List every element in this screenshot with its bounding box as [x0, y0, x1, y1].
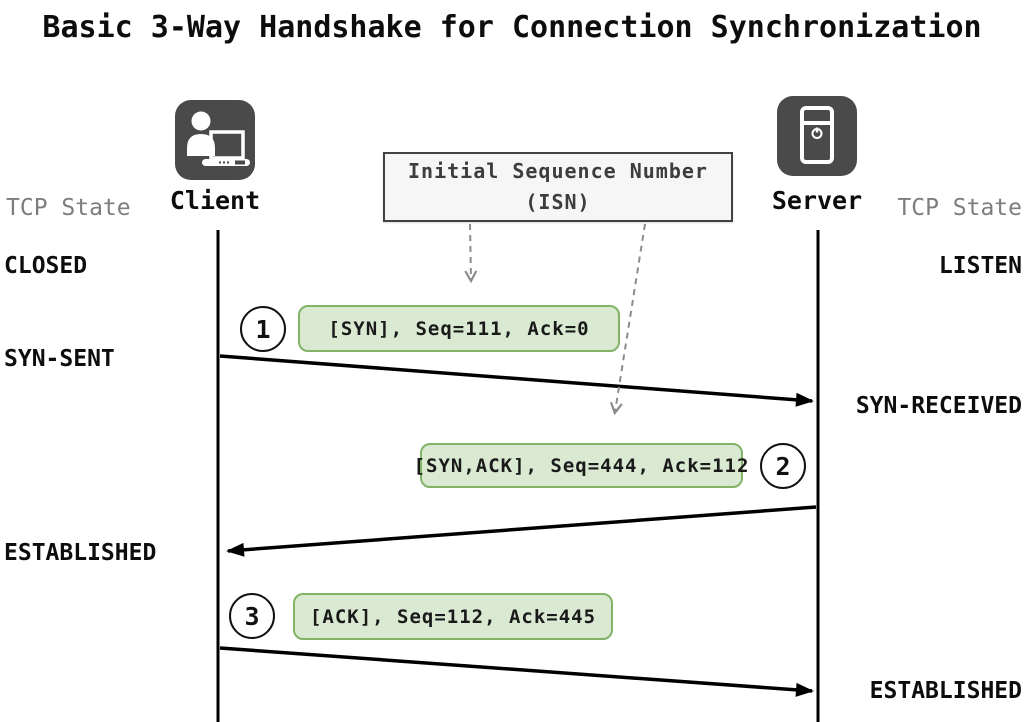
client-state-closed: CLOSED	[4, 253, 88, 279]
server-state-established: ESTABLISHED	[869, 678, 1022, 704]
isn-annotation-line2: (ISN)	[525, 190, 591, 214]
diagram-title: Basic 3-Way Handshake for Connection Syn…	[42, 10, 982, 45]
message-2-syn-ack: [SYN,ACK], Seq=444, Ack=112	[414, 443, 748, 488]
client-state-syn-sent: SYN-SENT	[4, 346, 115, 372]
server-state-listen: LISTEN	[938, 253, 1022, 279]
client-label: Client	[169, 186, 261, 215]
tcp-state-header-left: TCP State	[6, 195, 131, 221]
server-state-syn-received: SYN-RECEIVED	[855, 393, 1022, 419]
step-3-badge: 3	[229, 593, 275, 639]
message-1-syn: [SYN], Seq=111, Ack=0	[298, 305, 620, 352]
message-3-arrow	[219, 646, 814, 697]
step-2-badge: 2	[760, 443, 806, 489]
client-state-established: ESTABLISHED	[4, 540, 157, 566]
isn-annotation: Initial Sequence Number (ISN)	[383, 152, 733, 222]
client-icon	[175, 100, 255, 180]
isn-pointer-to-seq111	[464, 223, 478, 284]
message-2-arrow	[226, 505, 817, 557]
message-3-ack: [ACK], Seq=112, Ack=445	[293, 593, 613, 640]
isn-annotation-line1: Initial Sequence Number	[408, 159, 708, 183]
tcp-state-header-right: TCP State	[897, 195, 1022, 221]
server-icon	[777, 96, 857, 176]
message-1-arrow	[219, 354, 814, 407]
server-label: Server	[771, 186, 863, 215]
step-1-badge: 1	[240, 306, 286, 352]
